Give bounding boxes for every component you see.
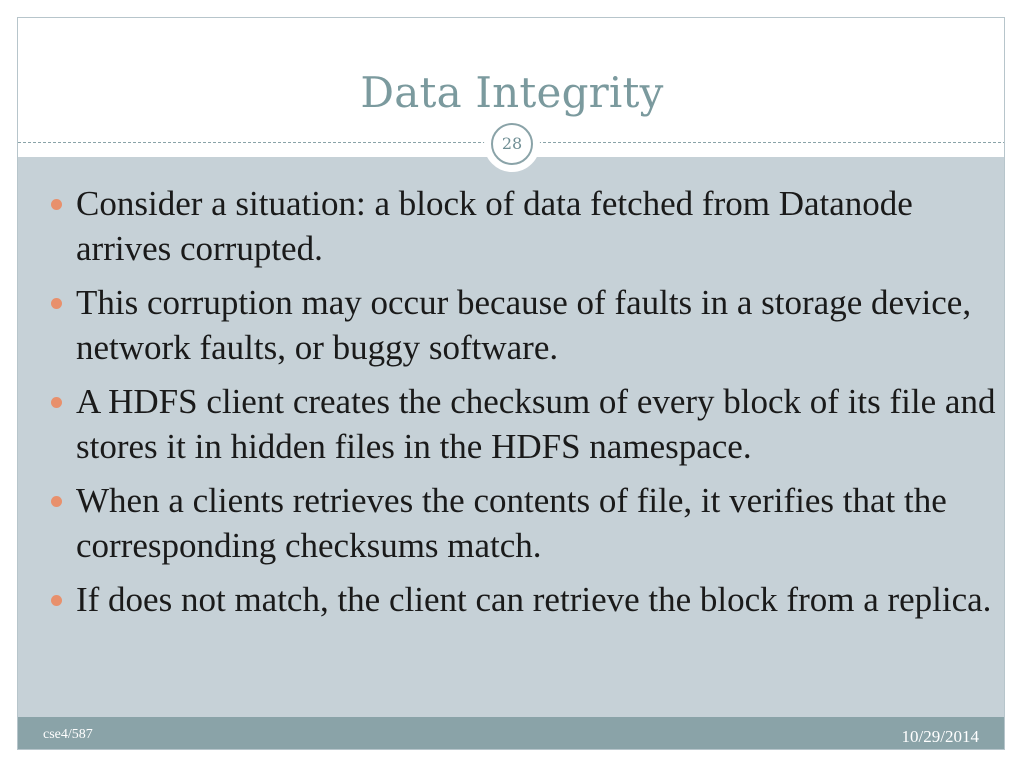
bullet-text: This corruption may occur because of fau… [76, 283, 972, 367]
bullet-text: Consider a situation: a block of data fe… [76, 184, 913, 268]
bullet-item: Consider a situation: a block of data fe… [48, 181, 998, 271]
bullet-dot-icon [51, 397, 62, 408]
bullet-item: If does not match, the client can retrie… [48, 577, 998, 622]
page-number: 28 [491, 123, 533, 165]
bullet-text: When a clients retrieves the contents of… [76, 481, 947, 565]
page-number-badge: 28 [484, 116, 540, 172]
content-area [18, 157, 1004, 717]
bullet-dot-icon [51, 496, 62, 507]
slide-title: Data Integrity [360, 68, 664, 117]
bullet-dot-icon [51, 199, 62, 210]
bullet-list: Consider a situation: a block of data fe… [48, 181, 998, 631]
footer-date: 10/29/2014 [901, 727, 979, 746]
footer-bar: cse4/587 10/29/2014 [18, 717, 1004, 749]
bullet-text: A HDFS client creates the checksum of ev… [76, 382, 996, 466]
bullet-dot-icon [51, 298, 62, 309]
footer-course-code: cse4/587 [43, 727, 93, 742]
bullet-item: When a clients retrieves the contents of… [48, 478, 998, 568]
bullet-text: If does not match, the client can retrie… [76, 580, 992, 619]
bullet-item: A HDFS client creates the checksum of ev… [48, 379, 998, 469]
bullet-item: This corruption may occur because of fau… [48, 280, 998, 370]
slide-frame: Data Integrity 28 Consider a situation: … [17, 17, 1005, 750]
bullet-dot-icon [51, 595, 62, 606]
